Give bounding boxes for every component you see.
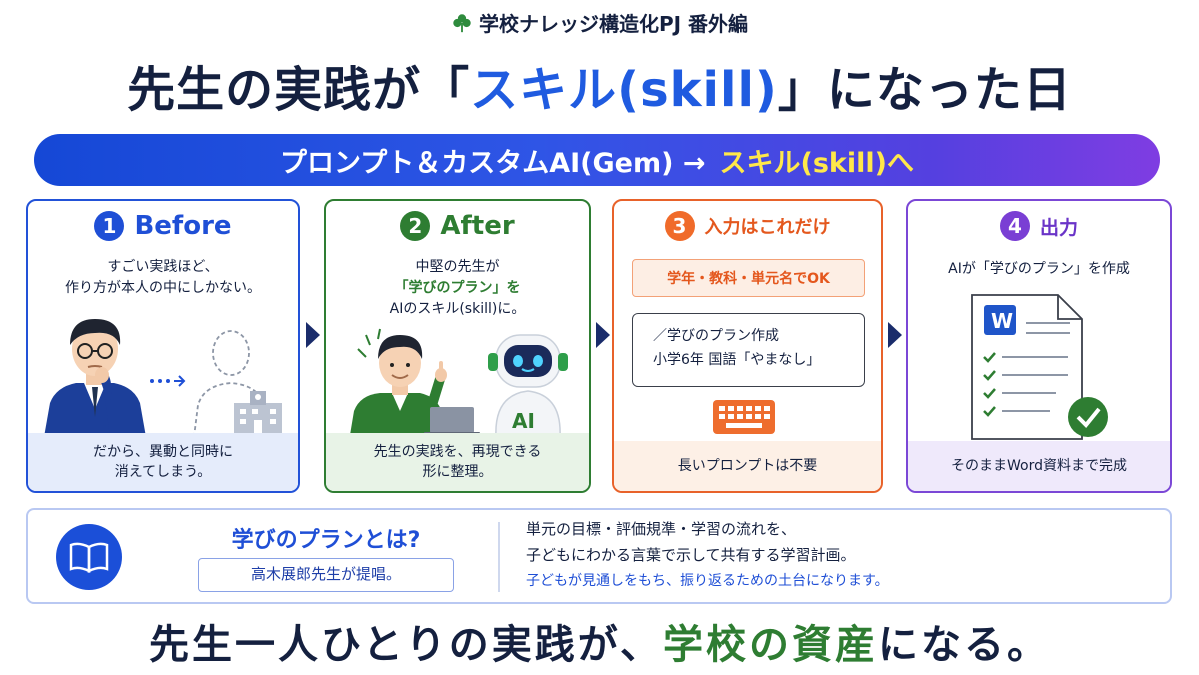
divider — [498, 522, 500, 592]
info-desc-highlight: 子どもが見通しをもち、振り返るための土台になります。 — [526, 573, 889, 589]
command-line: ／学びのプラン作成 — [653, 328, 779, 344]
card-before: 1 Before すごい実践ほど、 作り方が本人の中にしかない。 — [26, 199, 300, 493]
card-footer: だから、異動と同時に 消えてしまう。 — [28, 433, 298, 491]
card-title: After — [440, 211, 515, 241]
chevron-right-icon — [888, 322, 902, 348]
info-desc-line: 単元の目標・評価規準・学習の流れを、 — [526, 520, 797, 538]
card-body: 中堅の先生が 「学びのプラン」を AIのスキル(skill)に。 — [326, 257, 589, 320]
card-title: Before — [134, 211, 232, 241]
tagline-pre: 先生一人ひとりの実践が、 — [149, 622, 663, 668]
card-input: 3 入力はこれだけ 学年・教科・単元名でOK ／学びのプラン作成 小学6年 国語… — [612, 199, 883, 493]
person-thinking-icon — [44, 319, 146, 437]
card-footer: そのままWord資料まで完成 — [908, 441, 1170, 491]
dotted-arrow-icon — [150, 375, 186, 387]
chevron-right-icon — [596, 322, 610, 348]
card-footer: 先生の実践を、再現できる 形に整理。 — [326, 433, 589, 491]
checklist-icon — [983, 352, 1068, 417]
card-heading: 4 出力 — [908, 211, 1170, 241]
step-number: 2 — [400, 211, 431, 241]
step-number: 4 — [999, 211, 1030, 241]
card-heading: 3 入力はこれだけ — [614, 211, 881, 241]
body-line: AIが「学びのプラン」を作成 — [948, 261, 1130, 277]
info-proposer: 高木展郎先生が提唱。 — [198, 558, 454, 592]
body-line-highlight: 「学びのプラン」を — [394, 280, 521, 296]
keyboard-icon — [713, 400, 775, 434]
title-post: 」になった日 — [777, 62, 1072, 118]
footer-line: そのままWord資料まで完成 — [951, 458, 1127, 474]
chevron-right-icon — [306, 322, 320, 348]
footer-line: 形に整理。 — [422, 464, 493, 480]
check-circle-icon — [1068, 397, 1108, 437]
series-tag: 学校ナレッジ構造化PJ 番外編 — [0, 8, 1199, 37]
footer-line: 先生の実践を、再現できる — [373, 444, 542, 460]
series-tag-text: 学校ナレッジ構造化PJ 番外編 — [478, 12, 749, 36]
word-document-icon — [971, 294, 1108, 440]
footer-line: 長いプロンプトは不要 — [677, 458, 818, 474]
clover-icon — [453, 13, 471, 32]
card-output: 4 出力 AIが「学びのプラン」を作成 W そのままWord資料まで完成 — [906, 199, 1172, 493]
title-highlight: スキル(skill) — [470, 62, 778, 118]
subtitle-banner: プロンプト＆カスタムAI(Gem) → スキル(skill)へ — [34, 134, 1160, 186]
tagline-post: になる。 — [878, 622, 1050, 668]
card-heading: 2 After — [326, 211, 589, 241]
footer-line: だから、異動と同時に — [93, 444, 233, 460]
robot-icon — [488, 334, 568, 437]
footer-line: 消えてしまう。 — [114, 464, 212, 480]
card-after: 2 After 中堅の先生が 「学びのプラン」を AIのスキル(skill)に。… — [324, 199, 591, 493]
closing-tagline: 先生一人ひとりの実践が、学校の資産になる。 — [0, 612, 1199, 670]
info-box: 学びのプランとは? 高木展郎先生が提唱。 単元の目標・評価規準・学習の流れを、 … — [26, 508, 1172, 604]
body-line: すごい実践ほど、 — [107, 259, 219, 275]
book-icon — [56, 524, 122, 590]
card-body: すごい実践ほど、 作り方が本人の中にしかない。 — [28, 257, 298, 299]
card-body: AIが「学びのプラン」を作成 — [908, 259, 1170, 280]
body-line: 作り方が本人の中にしかない。 — [65, 280, 261, 296]
banner-highlight: スキル(skill)へ — [719, 147, 914, 179]
body-line: 中堅の先生が — [415, 259, 500, 275]
card-title: 出力 — [1039, 216, 1078, 239]
robot-label: AI — [512, 409, 535, 433]
step-number: 3 — [664, 211, 695, 241]
tagline-highlight: 学校の資産 — [663, 622, 878, 668]
card-heading: 1 Before — [28, 211, 298, 241]
teacher-icon — [350, 328, 447, 435]
info-desc-line: 子どもにわかる言葉で示して共有する学習計画。 — [526, 546, 856, 564]
word-letter: W — [990, 309, 1014, 333]
page-title: 先生の実践が「スキル(skill)」になった日 — [0, 50, 1199, 120]
card-footer: 長いプロンプトは不要 — [614, 441, 881, 491]
card-title: 入力はこれだけ — [704, 217, 831, 238]
school-building-icon — [234, 391, 282, 433]
body-line: AIのスキル(skill)に。 — [389, 301, 526, 317]
title-pre: 先生の実践が「 — [127, 62, 471, 118]
command-box: ／学びのプラン作成 小学6年 国語「やまなし」 — [632, 313, 865, 387]
command-line: 小学6年 国語「やまなし」 — [653, 352, 821, 368]
ok-box: 学年・教科・単元名でOK — [632, 259, 865, 297]
info-question: 学びのプランとは? — [231, 528, 421, 553]
banner-text: プロンプト＆カスタムAI(Gem) → — [280, 147, 706, 179]
step-number: 1 — [94, 211, 125, 241]
